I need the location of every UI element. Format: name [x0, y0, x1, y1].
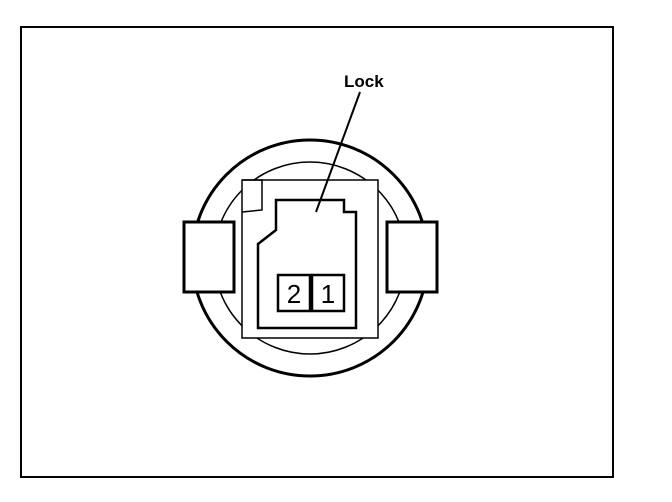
terminal-1-label: 1 [321, 279, 335, 309]
right-mounting-tab [385, 220, 439, 294]
lock-callout-label: Lock [344, 72, 384, 91]
lock-leader-line [315, 91, 361, 213]
terminal-2-box [276, 273, 312, 313]
keying-notch [241, 179, 263, 213]
left-mounting-tab [182, 220, 236, 294]
terminal-2-label: 2 [287, 279, 301, 309]
terminal-cavity [256, 198, 358, 330]
terminal-1-box [310, 273, 346, 313]
